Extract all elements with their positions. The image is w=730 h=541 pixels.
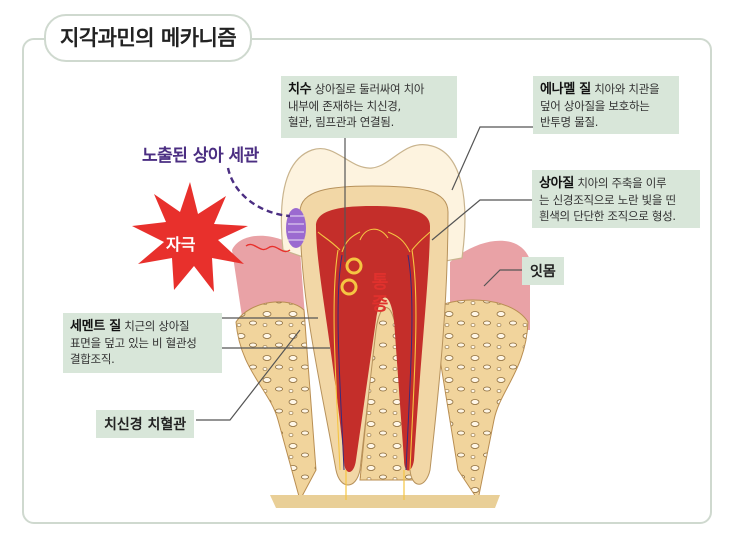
alveolar-bone-right: [431, 299, 529, 502]
pulp-chamber: [316, 206, 430, 472]
dentin-leader: [431, 199, 532, 241]
stimulus-burst: [132, 182, 248, 292]
nerve-vessel-label: 치신경 치혈관: [96, 410, 195, 438]
nerve-branches: [317, 228, 431, 471]
dentin-box: 상아질 치아의 주축을 이루 는 신경조직으로 노란 빛을 띤 흰색의 단단한 …: [532, 170, 700, 228]
pain-point-lower: [340, 278, 358, 296]
gum-leader: [483, 269, 522, 287]
enamel-leader: [451, 126, 533, 191]
cementum-term: 세멘트 질: [70, 319, 121, 334]
enamel-box: 에나멜 질 치아와 치관을 덮어 상아질을 보호하는 반투명 물질.: [533, 76, 679, 134]
stimulus-label: 자극: [166, 235, 196, 254]
gum-label: 잇몸: [522, 257, 564, 285]
pain-label: 통증: [371, 272, 389, 315]
cementum-box: 세멘트 질 치근의 상아질 표면을 덮고 있는 비 혈관성 결합조직.: [63, 313, 222, 373]
enamel-term: 에나멜 질: [540, 82, 591, 97]
pulp-term: 치수: [288, 82, 312, 97]
exposed-tubule-label: 노출된 상아 세관: [142, 146, 259, 166]
nerve-vessel-leader: [196, 329, 301, 421]
pulp-box: 치수 상아질로 둘러싸여 치아 내부에 존재하는 치신경, 혈관, 림프관과 연…: [281, 76, 457, 138]
page-title: 지각과민의 메카니즘: [44, 14, 253, 62]
alveolar-bone: [235, 301, 317, 502]
dentin-term: 상아질: [539, 176, 574, 191]
pain-point-upper: [345, 257, 363, 275]
exposed-tubules: [286, 208, 306, 248]
